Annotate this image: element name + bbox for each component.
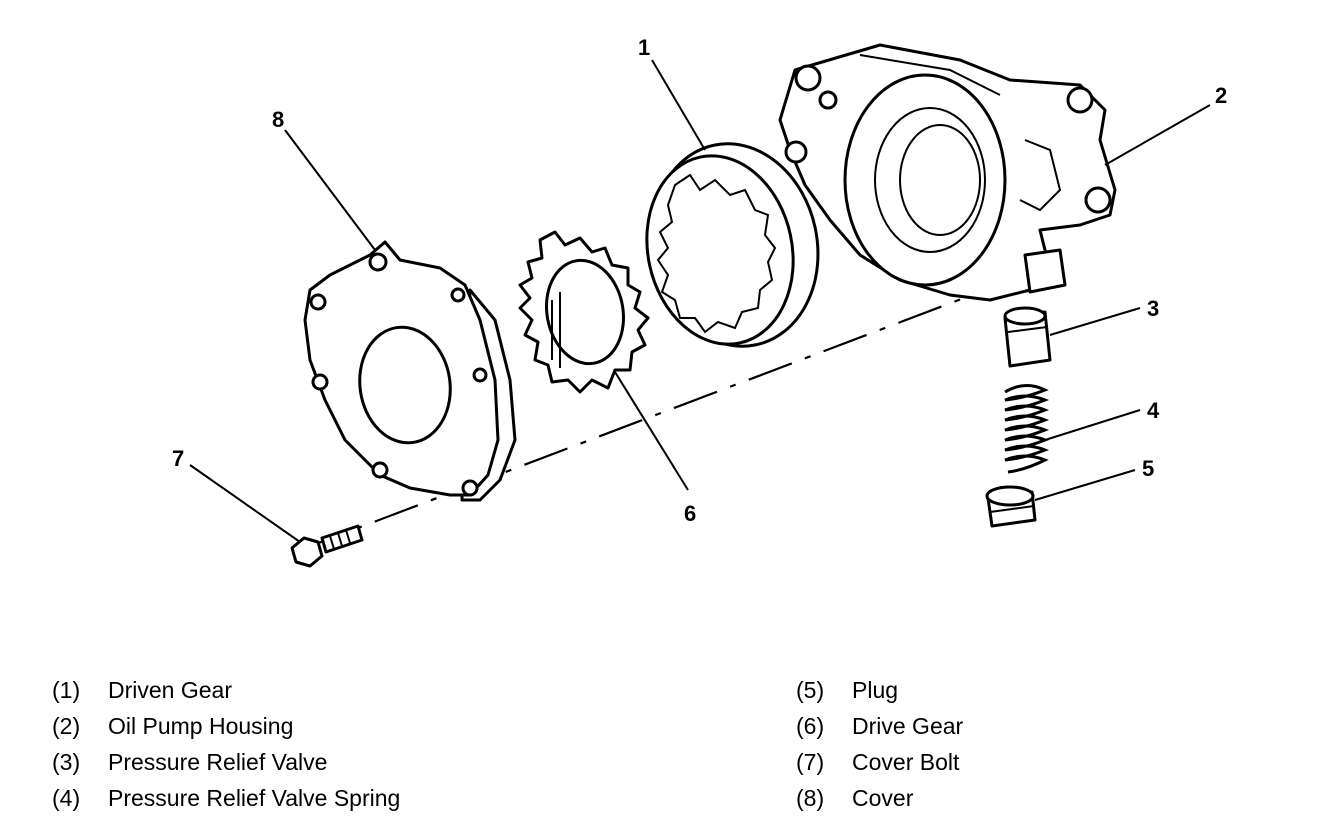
callout-1: 1	[638, 35, 650, 60]
legend-label: Cover Bolt	[852, 749, 960, 775]
legend-item-cover: (8) Cover	[796, 780, 913, 816]
callout-2: 2	[1215, 83, 1227, 108]
drive-gear	[518, 230, 650, 394]
driven-gear	[645, 142, 820, 348]
cover	[303, 240, 517, 502]
legend-label: Driven Gear	[108, 677, 232, 703]
legend-label: Pressure Relief Valve Spring	[108, 785, 401, 811]
legend-number: (1)	[52, 677, 81, 703]
legend-item-pressure-relief-valve-spring: (4) Pressure Relief Valve Spring	[52, 780, 400, 816]
leader-line-5	[1034, 469, 1136, 501]
leader-line-7	[189, 464, 301, 543]
legend-label: Cover	[852, 785, 914, 811]
legend-label: Oil Pump Housing	[108, 713, 294, 739]
plug	[985, 485, 1037, 528]
legend-number: (8)	[796, 785, 825, 811]
leader-line-1	[651, 59, 706, 151]
legend-number: (3)	[52, 749, 81, 775]
legend-label: Pressure Relief Valve	[108, 749, 328, 775]
leader-line-2	[1104, 104, 1211, 166]
legend-item-drive-gear: (6) Drive Gear	[796, 708, 963, 744]
leader-line-6	[614, 371, 689, 491]
assembly-centerline	[299, 288, 986, 552]
pressure-relief-valve-spring	[1004, 384, 1050, 474]
legend-number: (4)	[52, 785, 81, 811]
callout-3: 3	[1147, 296, 1159, 321]
callout-6: 6	[684, 501, 696, 526]
legend-number: (5)	[796, 677, 825, 703]
pressure-relief-valve	[1003, 306, 1052, 368]
callout-8: 8	[272, 107, 284, 132]
legend-item-oil-pump-housing: (2) Oil Pump Housing	[52, 708, 293, 744]
legend-number: (7)	[796, 749, 825, 775]
callout-7: 7	[172, 446, 184, 471]
legend-item-pressure-relief-valve: (3) Pressure Relief Valve	[52, 744, 327, 780]
oil-pump-housing	[778, 43, 1117, 302]
legend-number: (2)	[52, 713, 81, 739]
callout-4: 4	[1147, 398, 1160, 423]
leader-line-3	[1049, 307, 1141, 336]
legend-number: (6)	[796, 713, 825, 739]
legend-item-plug: (5) Plug	[796, 672, 898, 708]
leader-line-4	[1044, 409, 1141, 441]
callout-5: 5	[1142, 456, 1154, 481]
legend-label: Plug	[852, 677, 899, 703]
cover-bolt	[290, 524, 364, 568]
legend-item-driven-gear: (1) Driven Gear	[52, 672, 232, 708]
legend-label: Drive Gear	[852, 713, 964, 739]
legend-item-cover-bolt: (7) Cover Bolt	[796, 744, 959, 780]
leader-line-8	[284, 129, 376, 251]
